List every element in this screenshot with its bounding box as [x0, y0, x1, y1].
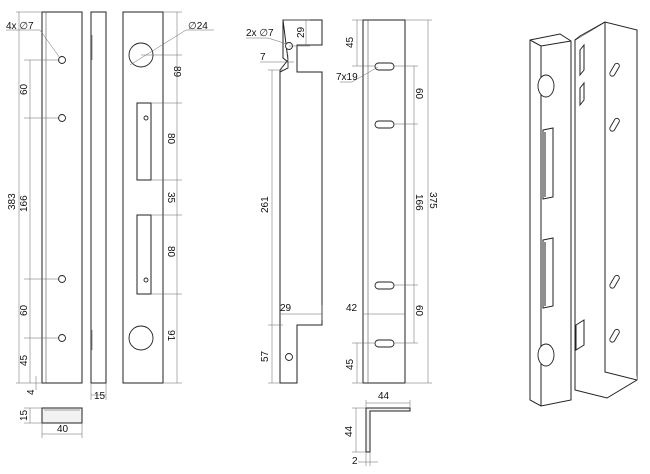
iso-hole-top [537, 74, 555, 98]
sec-15: 15 [19, 409, 30, 421]
cutout-bottom [136, 214, 152, 295]
dim-45-right-top: 45 [345, 36, 356, 48]
plate-front-view: 4x ∅7 383 60 166 60 45 4 [6, 11, 83, 395]
dim-29-bot: 29 [280, 303, 292, 314]
plate-cutout-view: ∅24 89 80 35 80 91 [122, 11, 214, 384]
dim-60-right-bot: 60 [413, 305, 424, 317]
angle-section: 44 44 2 [344, 391, 411, 467]
angle-2: 2 [352, 456, 358, 467]
dim-166-right: 166 [413, 194, 424, 211]
dim-80-bot: 80 [165, 246, 176, 258]
slot-1 [374, 62, 395, 71]
isometric-view [529, 21, 638, 407]
angle-44-w: 44 [378, 391, 390, 402]
dim-45-right-bot: 45 [345, 358, 356, 370]
d24-label: ∅24 [188, 21, 208, 32]
dim-60-right-top: 60 [413, 88, 424, 100]
dim-261: 261 [260, 196, 271, 213]
sec-40: 40 [57, 424, 69, 435]
plate-section: 15 40 [19, 407, 83, 438]
dim-45-left: 45 [19, 354, 30, 366]
dim-57: 57 [260, 350, 271, 362]
dim-7: 7 [260, 52, 266, 63]
dim-60-top: 60 [19, 83, 30, 95]
iso-hole-bottom [537, 343, 555, 367]
plate-side-view: 15 [90, 11, 107, 402]
angle-slot-view: 45 7x19 60 166 375 42 60 45 [336, 19, 438, 384]
dim-4: 4 [26, 389, 37, 395]
dim-29-top: 29 [296, 26, 307, 38]
dim-80-top: 80 [165, 133, 176, 145]
dim-35: 35 [165, 192, 176, 204]
dim-166-left: 166 [19, 195, 30, 212]
cutout-top [136, 102, 152, 181]
dim-42: 42 [346, 303, 358, 314]
dim-60-bot: 60 [19, 304, 30, 316]
dim-383: 383 [7, 193, 18, 210]
large-hole-bottom [128, 325, 154, 351]
dim-375: 375 [427, 192, 438, 209]
angle-narrow-view: 2x ∅7 29 7 261 29 57 [246, 19, 323, 384]
dim-15-side: 15 [94, 391, 106, 402]
holes-4-label: 4x ∅7 [6, 21, 34, 32]
dim-91: 91 [165, 330, 176, 342]
slot-2 [374, 120, 395, 129]
slot-4 [374, 339, 395, 348]
slot-3 [374, 281, 395, 290]
angle-44-h: 44 [344, 425, 355, 437]
angle-hole-bottom [285, 353, 293, 361]
holes-2-label: 2x ∅7 [246, 28, 274, 39]
dim-89: 89 [171, 66, 182, 78]
slot-label: 7x19 [336, 72, 358, 83]
